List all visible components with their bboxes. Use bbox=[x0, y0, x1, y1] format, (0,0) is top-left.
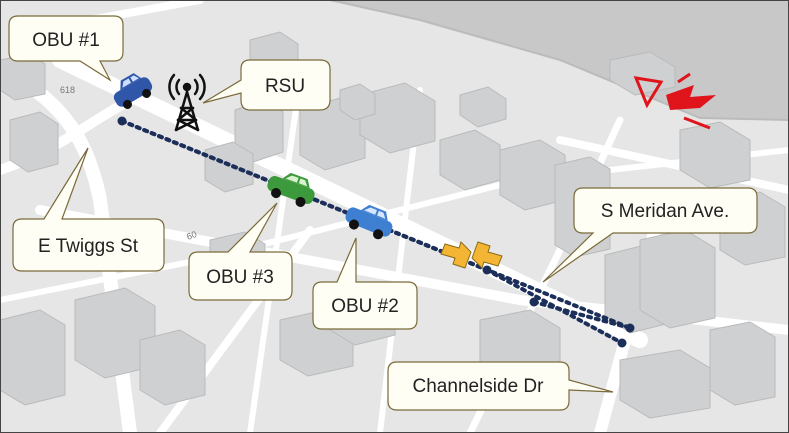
node-meridan bbox=[529, 297, 539, 307]
link-cross bbox=[532, 300, 632, 330]
obu1-callout bbox=[8, 15, 124, 82]
antenna-tower-icon bbox=[168, 73, 206, 132]
twiggs-label: E Twiggs St bbox=[38, 236, 139, 257]
rsu-callout bbox=[202, 59, 331, 111]
obu2-car-icon bbox=[345, 204, 393, 240]
route-shields: 618 60 bbox=[60, 85, 198, 242]
callouts bbox=[8, 15, 758, 411]
obu2-label: OBU #2 bbox=[331, 296, 399, 317]
node-mid bbox=[482, 265, 492, 275]
obu3-car-icon bbox=[267, 172, 315, 207]
channelside-callout bbox=[387, 361, 614, 411]
link-mid-to-end bbox=[485, 268, 624, 345]
twiggs-callout bbox=[12, 147, 165, 272]
compass-icon bbox=[633, 72, 716, 130]
node-end-upper bbox=[625, 323, 635, 333]
route-618-label: 618 bbox=[60, 85, 75, 95]
obu2-callout bbox=[312, 237, 418, 330]
bidirectional-arrows-icon bbox=[440, 241, 503, 269]
obu1-label: OBU #1 bbox=[32, 30, 100, 51]
rsu-label: RSU bbox=[265, 76, 305, 97]
obu3-callout bbox=[188, 202, 293, 301]
link-nodes bbox=[117, 116, 635, 348]
obu1-car-icon bbox=[113, 73, 153, 109]
node-obu1 bbox=[117, 116, 127, 126]
buildings bbox=[0, 31, 786, 419]
river bbox=[330, 0, 789, 120]
route-60-label: 60 bbox=[185, 229, 198, 242]
node-end-lower bbox=[617, 338, 627, 348]
channelside-label: Channelside Dr bbox=[413, 376, 545, 397]
meridan-callout bbox=[542, 187, 758, 283]
obu3-label: OBU #3 bbox=[206, 267, 274, 288]
meridan-label: S Meridan Ave. bbox=[601, 201, 730, 222]
